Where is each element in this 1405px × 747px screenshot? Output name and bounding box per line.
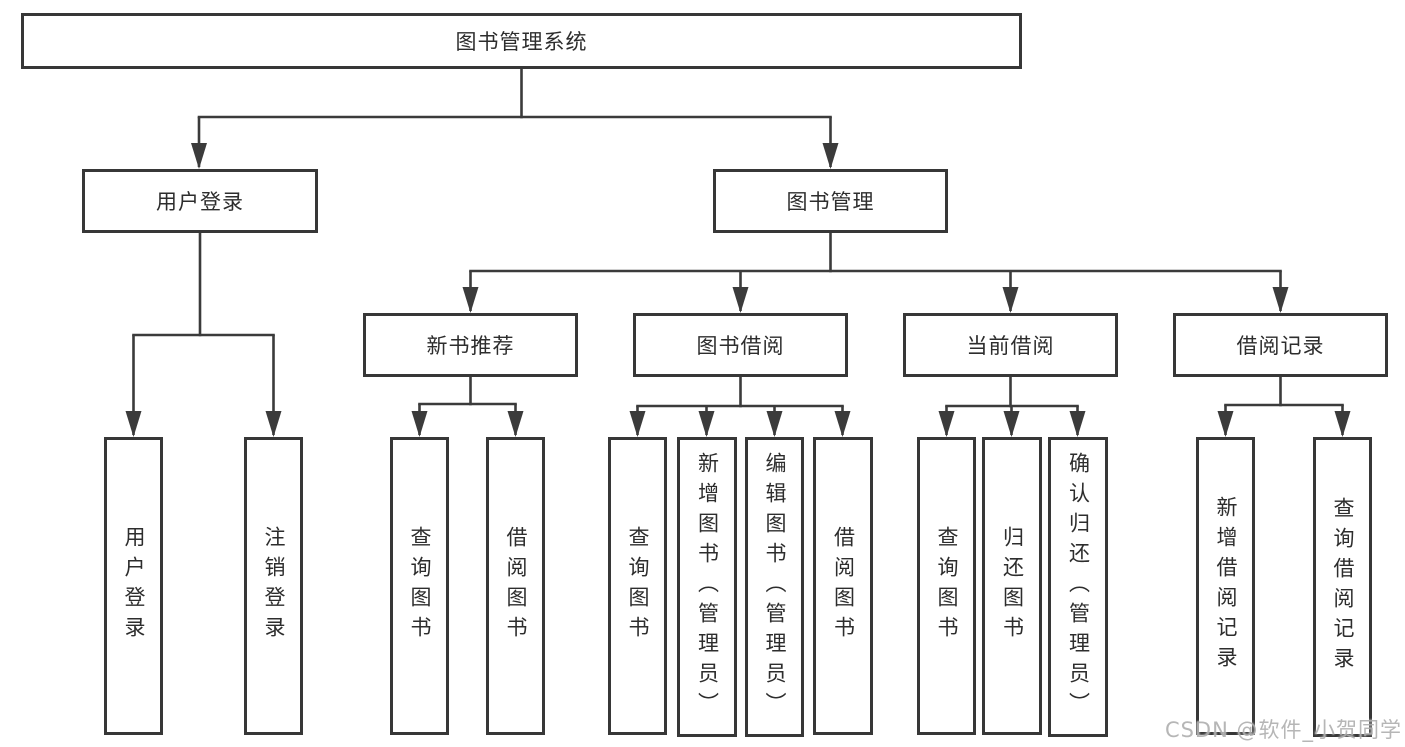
leaf-borrow-books-label: 借阅图书 (831, 526, 856, 646)
leaf-user-login-label: 用户登录 (122, 526, 146, 646)
leaf-add-books-admin-label: 新增图书（管理员） (695, 452, 720, 722)
node-borrow-records-label: 借阅记录 (1236, 334, 1325, 358)
leaf-confirm-return-admin: 确认归还（管理员） (1048, 437, 1108, 737)
node-book-management-label: 图书管理 (786, 190, 875, 214)
node-user-login: 用户登录 (82, 169, 318, 233)
leaf-add-borrow-record: 新增借阅记录 (1196, 437, 1255, 735)
leaf-borrow-books: 借阅图书 (813, 437, 873, 735)
leaf-return-books: 归还图书 (982, 437, 1042, 735)
leaf-logout: 注销登录 (244, 437, 303, 735)
node-new-book-recommend-label: 新书推荐 (426, 334, 515, 358)
node-current-borrow: 当前借阅 (903, 313, 1118, 377)
leaf-edit-books-admin: 编辑图书（管理员） (745, 437, 804, 737)
leaf-user-login: 用户登录 (104, 437, 163, 735)
leaf-query-borrow-record: 查询借阅记录 (1313, 437, 1372, 737)
leaf-logout-label: 注销登录 (262, 526, 286, 646)
leaf-confirm-return-admin-label: 确认归还（管理员） (1066, 452, 1091, 722)
leaf-recommend-borrow-books: 借阅图书 (486, 437, 545, 735)
node-current-borrow-label: 当前借阅 (966, 334, 1055, 358)
node-book-borrow: 图书借阅 (633, 313, 848, 377)
leaf-current-query-books: 查询图书 (917, 437, 976, 735)
leaf-return-books-label: 归还图书 (1000, 526, 1025, 646)
node-borrow-records: 借阅记录 (1173, 313, 1388, 377)
leaf-recommend-query-books-label: 查询图书 (408, 526, 432, 646)
leaf-add-books-admin: 新增图书（管理员） (677, 437, 737, 737)
node-new-book-recommend: 新书推荐 (363, 313, 578, 377)
node-library-management-system: 图书管理系统 (21, 13, 1022, 69)
leaf-current-query-books-label: 查询图书 (935, 526, 959, 646)
node-book-borrow-label: 图书借阅 (696, 334, 785, 358)
leaf-add-borrow-record-label: 新增借阅记录 (1214, 496, 1238, 676)
leaf-edit-books-admin-label: 编辑图书（管理员） (763, 452, 787, 722)
node-user-login-label: 用户登录 (156, 190, 244, 214)
leaf-query-borrow-record-label: 查询借阅记录 (1331, 497, 1355, 677)
csdn-watermark: CSDN @软件_小贺同学 (1164, 718, 1402, 742)
node-library-management-system-label: 图书管理系统 (455, 30, 588, 54)
leaf-borrow-query-books: 查询图书 (608, 437, 667, 735)
leaf-recommend-query-books: 查询图书 (390, 437, 449, 735)
leaf-recommend-borrow-books-label: 借阅图书 (504, 526, 528, 646)
node-book-management: 图书管理 (713, 169, 948, 233)
leaf-borrow-query-books-label: 查询图书 (626, 526, 650, 646)
